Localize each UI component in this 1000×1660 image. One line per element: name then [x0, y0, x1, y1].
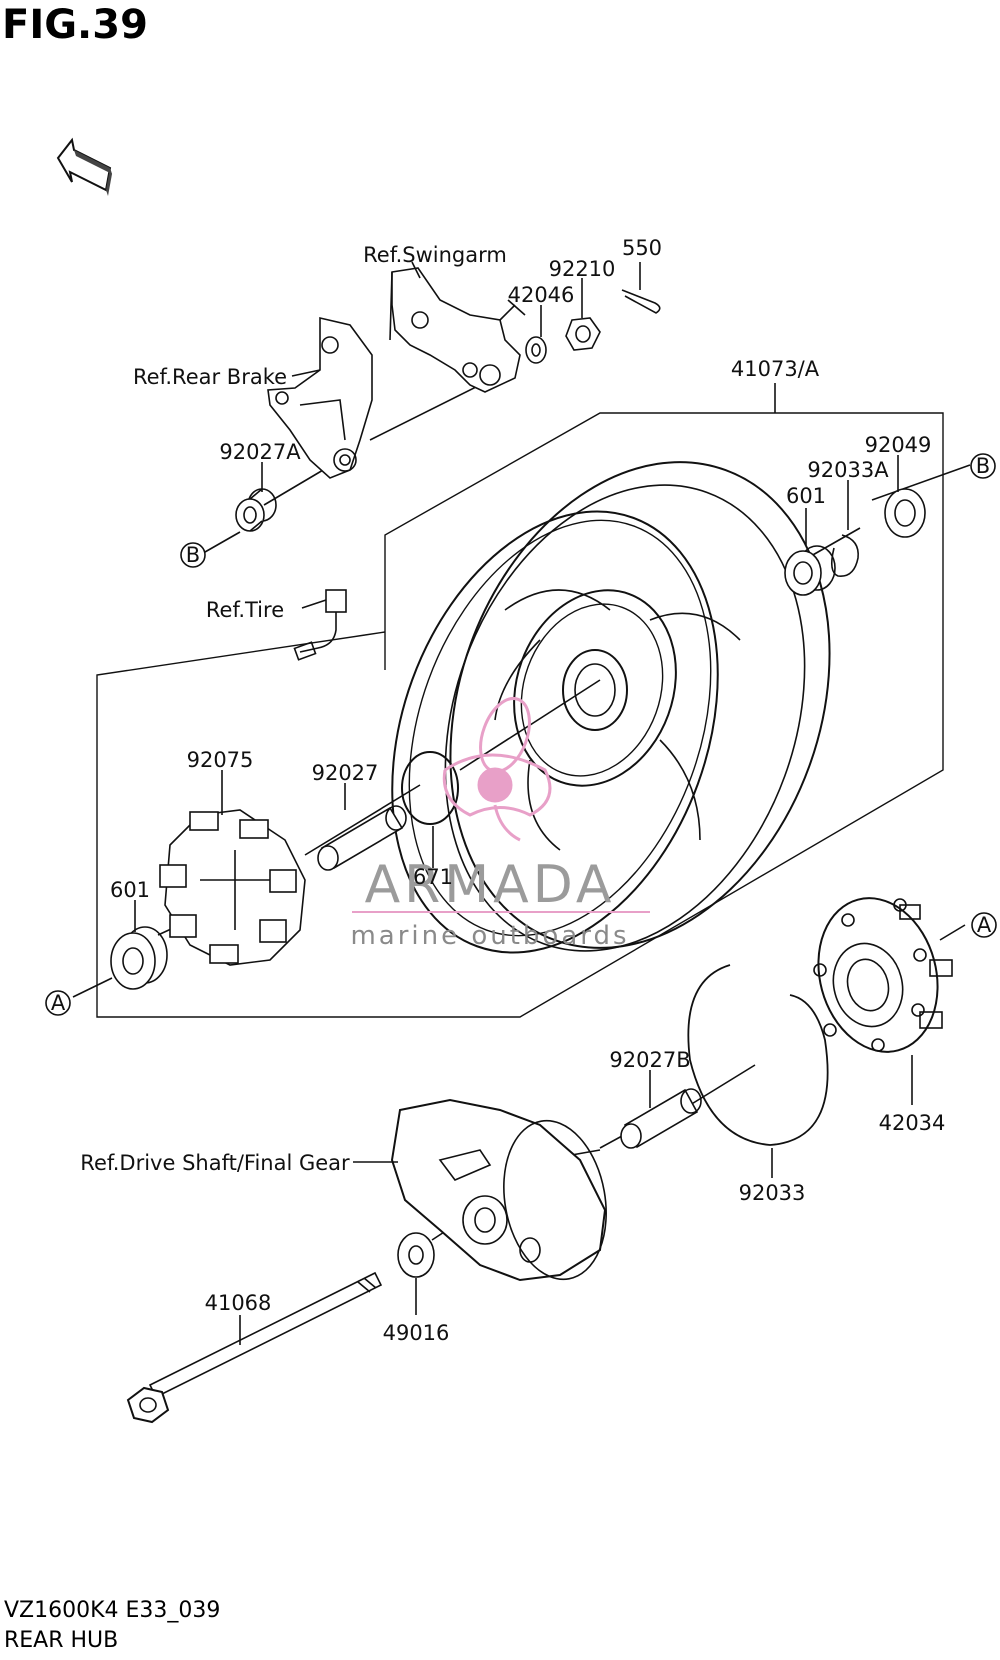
- figure-title: FIG.39: [2, 2, 148, 48]
- label-ref-drive-shaft: Ref.Drive Shaft/Final Gear: [80, 1151, 350, 1175]
- label-550: 550: [622, 236, 662, 260]
- label-ref-tire: Ref.Tire: [206, 598, 284, 622]
- axle-41068: [126, 1271, 383, 1424]
- spacer-92027b: [620, 1088, 702, 1149]
- label-92033a: 92033A: [807, 458, 889, 482]
- callout-b-top-left: B: [180, 542, 206, 568]
- watermark: ARMADA marine outboards: [350, 697, 650, 951]
- label-41068: 41068: [205, 1291, 272, 1315]
- spacer-92027: [317, 805, 407, 871]
- swingarm-bracket: [389, 267, 526, 393]
- section-name: REAR HUB: [4, 1628, 119, 1653]
- callout-a-right: A: [971, 912, 997, 938]
- hub-flange-42034: [813, 897, 953, 1053]
- svg-text:B: B: [186, 543, 200, 567]
- tire-valve: [293, 589, 347, 661]
- damper-92075: [159, 809, 306, 966]
- label-42034: 42034: [879, 1111, 946, 1135]
- circlip-92033a: [830, 534, 859, 577]
- assembly-boundary-line: [96, 412, 944, 1018]
- svg-text:A: A: [977, 913, 992, 937]
- o-ring-671: [401, 751, 459, 825]
- washer-42046: [525, 336, 547, 364]
- svg-text:A: A: [51, 991, 66, 1015]
- label-ref-swingarm: Ref.Swingarm: [363, 243, 507, 267]
- label-92049: 92049: [865, 433, 932, 457]
- rear-brake-bracket: [267, 316, 373, 479]
- callout-a-left: A: [45, 990, 71, 1016]
- nut-92210: [565, 317, 601, 351]
- watermark-tagline: marine outboards: [350, 921, 629, 951]
- label-49016: 49016: [383, 1321, 450, 1345]
- callout-b-top-right: B: [970, 453, 996, 479]
- circlip-92033: [687, 964, 829, 1146]
- label-ref-rear-brake: Ref.Rear Brake: [133, 365, 287, 389]
- label-92027: 92027: [312, 761, 379, 785]
- spacer-92027a: [235, 488, 277, 532]
- label-601-right: 601: [786, 484, 826, 508]
- label-92027a: 92027A: [219, 440, 301, 464]
- label-92075: 92075: [187, 748, 254, 772]
- label-92033: 92033: [739, 1181, 806, 1205]
- final-gear-case: [390, 1098, 607, 1282]
- label-671: 671: [413, 865, 453, 889]
- svg-text:B: B: [976, 454, 990, 478]
- washer-49016: [397, 1232, 435, 1278]
- rear-wheel: [391, 461, 831, 954]
- fwd-arrow-icon: [56, 137, 112, 196]
- bearing-601-left: [110, 926, 168, 990]
- label-92210: 92210: [549, 257, 616, 281]
- label-41073a: 41073/A: [731, 357, 820, 381]
- watermark-brand: ARMADA: [365, 855, 616, 915]
- cotter-pin-550: [621, 289, 661, 314]
- seal-92049: [884, 488, 926, 538]
- label-601-left: 601: [110, 878, 150, 902]
- label-42046: 42046: [508, 283, 575, 307]
- model-code: VZ1600K4 E33_039: [4, 1598, 221, 1623]
- label-92027b: 92027B: [609, 1048, 690, 1072]
- bearing-601-right: [784, 545, 836, 596]
